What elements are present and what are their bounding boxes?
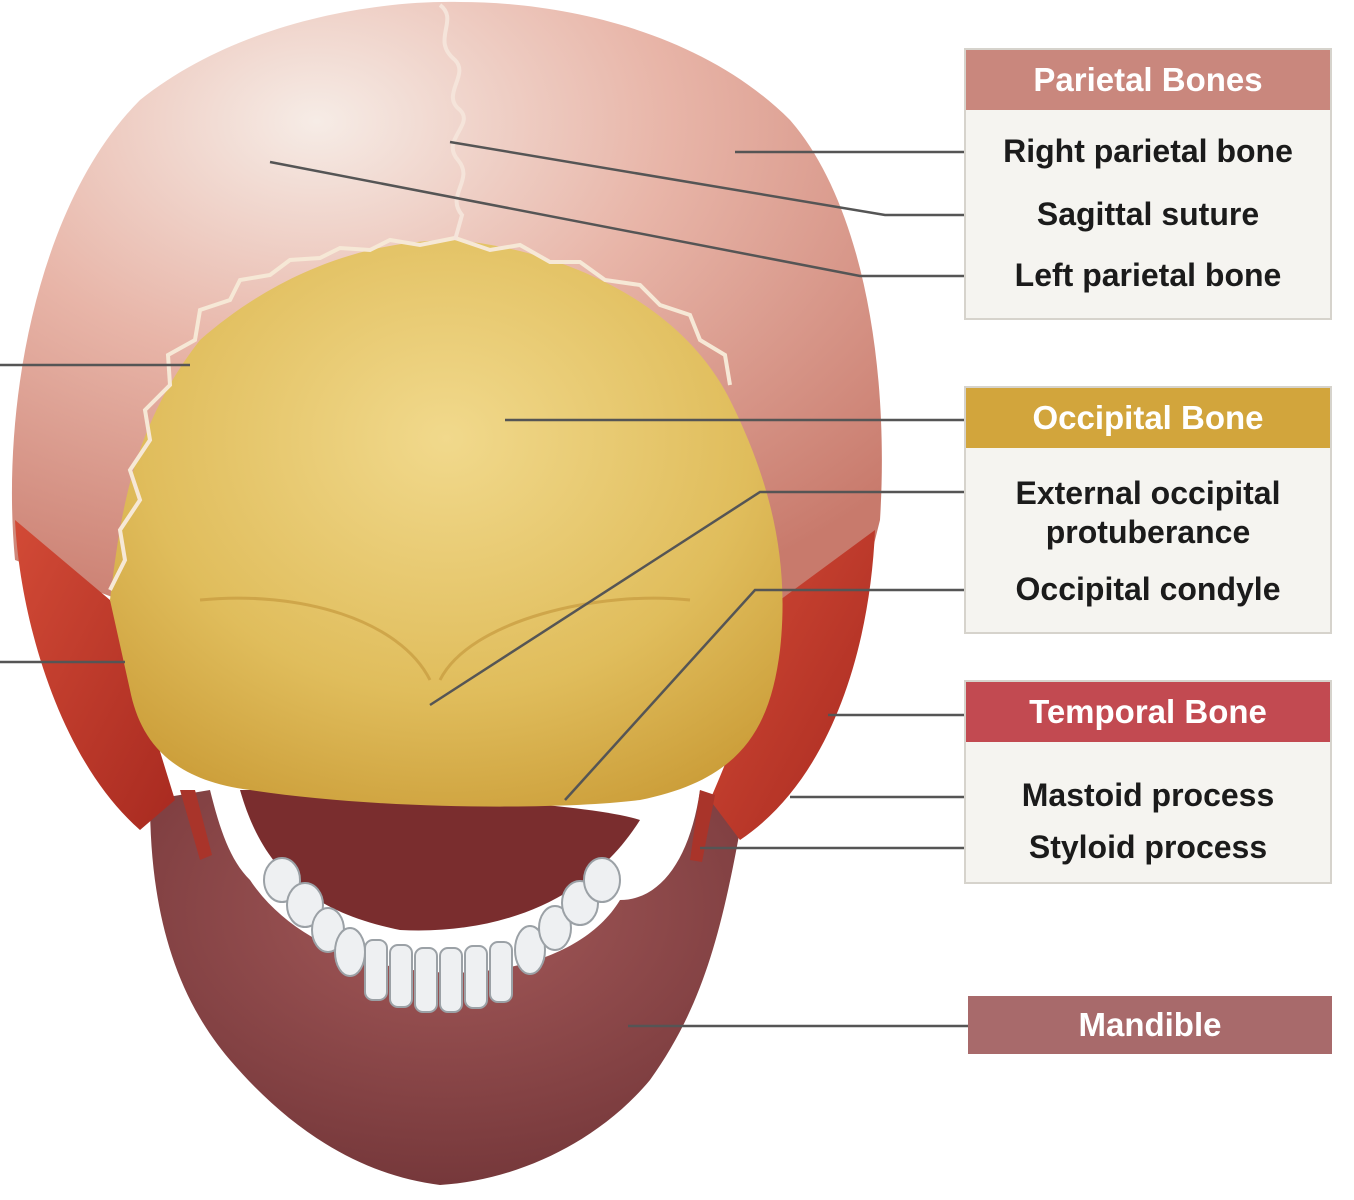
- mandible-label: Mandible: [968, 996, 1332, 1054]
- label-external-occipital-protuberance: External occipital protuberance: [966, 474, 1330, 552]
- label-mastoid-process: Mastoid process: [1021, 777, 1275, 813]
- mouth-cavity: [240, 790, 640, 931]
- temporal-bone-box: Temporal Bone Mastoid process Styloid pr…: [964, 680, 1332, 884]
- sagittal-suture: [438, 3, 466, 241]
- occipital-bone: [110, 240, 783, 807]
- lambdoid-suture: [108, 235, 732, 591]
- leader-left-parietal: [269, 160, 1000, 278]
- label-right-parietal-bone: Right parietal bone: [1003, 133, 1293, 169]
- leader-lines: [0, 140, 1050, 1028]
- parietal-bones-box: Parietal Bones Right parietal bone Sagit…: [964, 48, 1332, 320]
- temporal-bone-right: [710, 530, 875, 840]
- styloid-right: [690, 790, 715, 862]
- occipital-bone-heading: Occipital Bone: [966, 388, 1330, 448]
- leader-occipital-condyle: [564, 588, 1005, 801]
- label-external-occipital-line-1: External occipital: [1015, 475, 1281, 511]
- label-occipital-condyle: Occipital condyle: [1015, 571, 1281, 607]
- occipital-bone-box: Occipital Bone External occipital protub…: [964, 386, 1332, 634]
- parietal-bones-heading: Parietal Bones: [966, 50, 1330, 110]
- temporal-bone-heading: Temporal Bone: [966, 682, 1330, 742]
- temporal-bone-left: [15, 520, 175, 830]
- label-external-occipital-line-2: protuberance: [1045, 514, 1251, 550]
- teeth: [263, 857, 621, 1013]
- leader-external-occipital-protuberance: [429, 490, 1005, 707]
- label-styloid-process: Styloid process: [1028, 829, 1268, 865]
- label-left-parietal-bone: Left parietal bone: [1014, 257, 1282, 293]
- label-sagittal-suture: Sagittal suture: [1036, 196, 1260, 232]
- styloid-left: [180, 790, 212, 860]
